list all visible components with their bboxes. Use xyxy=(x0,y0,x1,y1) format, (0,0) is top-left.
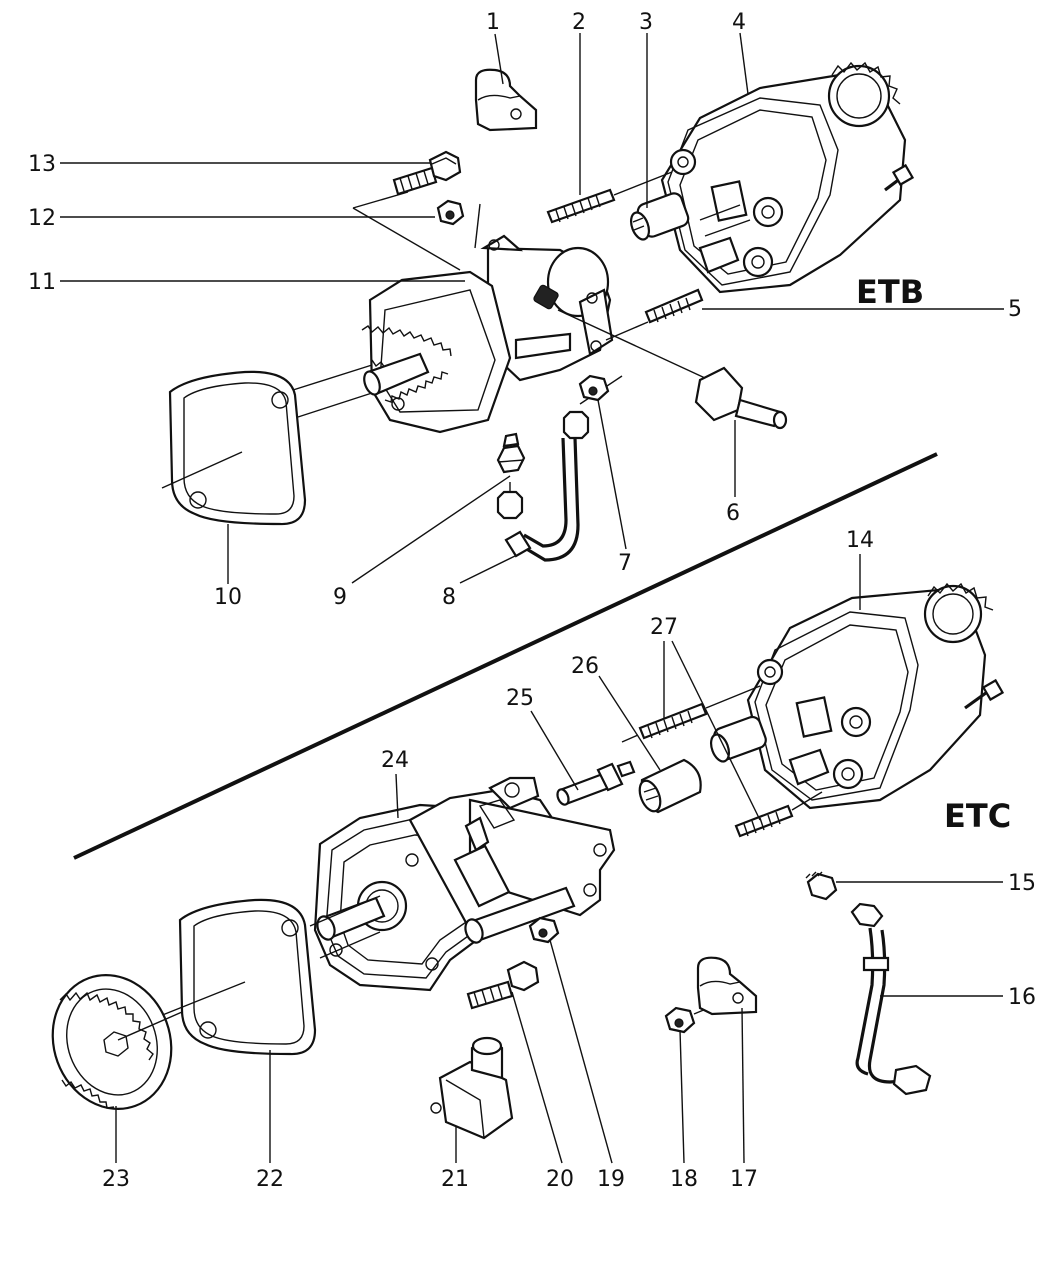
part-25-connector xyxy=(556,760,636,806)
part-19-nut xyxy=(528,916,560,944)
callout-19: 19 xyxy=(597,1167,625,1192)
callout-10: 10 xyxy=(214,585,242,610)
callout-24: 24 xyxy=(381,748,409,773)
part-23-gear xyxy=(51,973,183,1111)
callout-7: 7 xyxy=(618,551,632,576)
part-21-actuator xyxy=(430,1036,514,1140)
callout-3: 3 xyxy=(639,10,653,35)
callout-numbers: 1 2 3 4 5 6 7 8 9 10 11 12 13 14 15 16 1… xyxy=(28,10,1036,1192)
variant-label-etb: ETB xyxy=(856,273,924,311)
callout-23: 23 xyxy=(102,1167,130,1192)
part-9-fitting xyxy=(496,432,526,474)
part-7-nut xyxy=(578,374,610,402)
callout-6: 6 xyxy=(726,501,740,526)
part-24-vacuum-pump xyxy=(309,776,616,992)
part-14-pump-reservoir xyxy=(709,582,1005,810)
callout-11: 11 xyxy=(28,270,56,295)
callout-12: 12 xyxy=(28,206,56,231)
part-3-coupling xyxy=(629,192,690,241)
callout-17: 17 xyxy=(730,1167,758,1192)
etc-assembly: ETC xyxy=(51,582,1011,1140)
part-20-bolt xyxy=(466,960,540,1010)
part-2-stud xyxy=(546,171,673,224)
part-17-clip xyxy=(696,956,758,1016)
part-18-nut xyxy=(664,1003,719,1034)
callout-9: 9 xyxy=(333,585,347,610)
variant-label-etc: ETC xyxy=(944,797,1011,835)
callout-26: 26 xyxy=(571,654,599,679)
part-10-gasket xyxy=(161,364,373,526)
part-8-hose xyxy=(496,410,590,562)
part-5-stud xyxy=(644,288,704,324)
callout-8: 8 xyxy=(442,585,456,610)
callout-15: 15 xyxy=(1008,871,1036,896)
callout-2: 2 xyxy=(572,10,586,35)
callout-1: 1 xyxy=(486,10,500,35)
callout-4: 4 xyxy=(732,10,746,35)
callout-16: 16 xyxy=(1008,985,1036,1010)
callout-25: 25 xyxy=(506,686,534,711)
part-22-gasket xyxy=(159,898,317,1056)
etb-assembly: ETB xyxy=(161,61,924,562)
callout-22: 22 xyxy=(256,1167,284,1192)
callout-20: 20 xyxy=(546,1167,574,1192)
callout-27: 27 xyxy=(650,615,678,640)
part-26-coupling xyxy=(638,758,702,814)
callout-18: 18 xyxy=(670,1167,698,1192)
part-12-nut xyxy=(436,199,465,226)
part-1-clip xyxy=(474,68,538,132)
section-divider xyxy=(73,452,938,860)
part-11-vacuum-pump xyxy=(361,234,614,434)
callout-13: 13 xyxy=(28,152,56,177)
callout-5: 5 xyxy=(1008,297,1022,322)
part-4-pump-reservoir xyxy=(660,61,915,294)
part-13-bolt xyxy=(392,150,462,196)
callout-21: 21 xyxy=(441,1167,469,1192)
part-27-studs xyxy=(621,685,823,838)
part-6-fitting xyxy=(694,366,788,430)
leader-lines xyxy=(60,32,1004,1164)
part-15-fitting xyxy=(805,871,838,901)
part-16-hose xyxy=(850,902,932,1096)
callout-14: 14 xyxy=(846,528,874,553)
